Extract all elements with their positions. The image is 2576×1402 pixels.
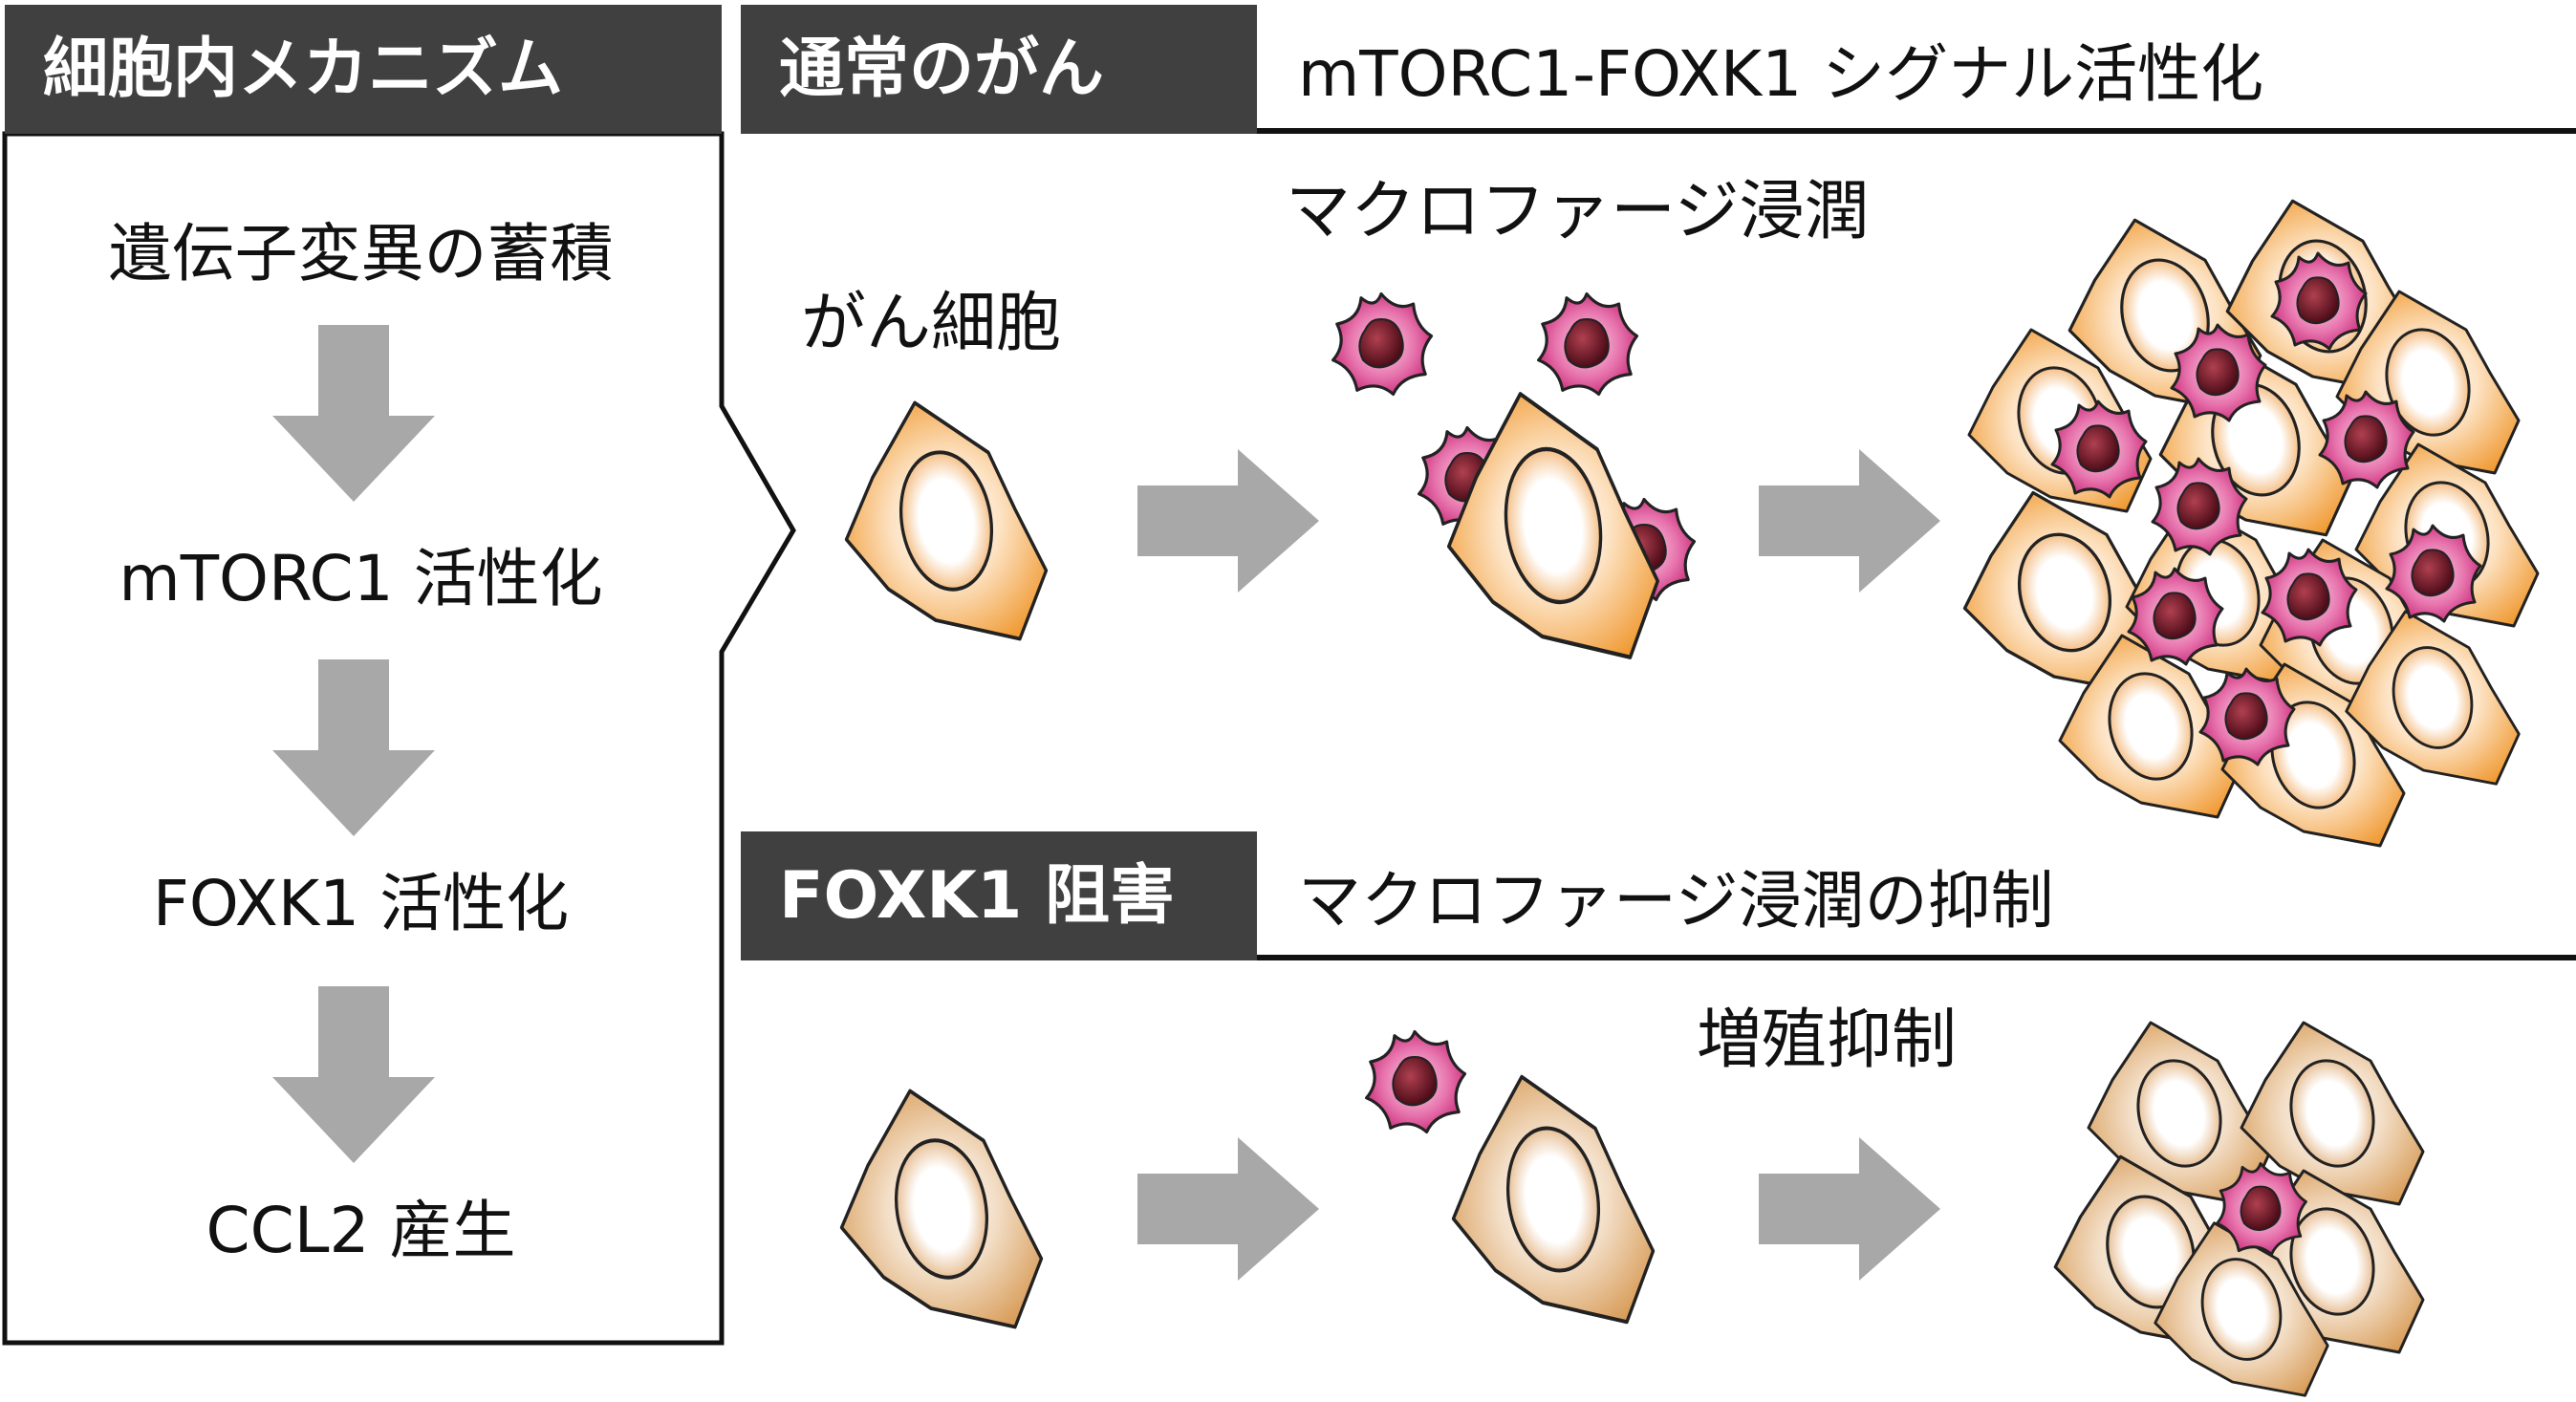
- down-arrow-2: [272, 659, 435, 836]
- label-growth-suppression: 増殖抑制: [1697, 1003, 1958, 1078]
- normal-divider: [1257, 128, 2576, 134]
- cancer-cell-with-macrophages: [1449, 394, 1658, 658]
- cancer-cell-single-inhibited: [839, 1089, 1044, 1329]
- inhibited-header-text: FOXK1 阻害: [779, 857, 1175, 934]
- macrophage-floating-1: [1331, 291, 1434, 397]
- macrophage-floating-inhibited: [1365, 1029, 1467, 1134]
- normal-subtitle: mTORC1-FOXK1 シグナル活性化: [1298, 37, 2264, 111]
- mechanism-step-foxk1: FOXK1 活性化: [152, 867, 570, 940]
- tumor-cluster-small: [2053, 1021, 2425, 1397]
- down-arrow-3: [272, 986, 435, 1163]
- label-cancer-cell: がん細胞: [801, 286, 1062, 361]
- normal-header-text: 通常のがん: [779, 31, 1105, 107]
- label-macrophage-infiltration: マクロファージ浸潤: [1286, 174, 1870, 249]
- arrow-right-1: [1137, 449, 1319, 593]
- mechanism-step-mtorc1: mTORC1 活性化: [119, 542, 603, 615]
- normal-header: 通常のがん: [741, 5, 1257, 134]
- cancer-cell-inhibited: [1454, 1077, 1654, 1323]
- arrow-right-3: [1137, 1137, 1319, 1281]
- down-arrow-1: [272, 325, 435, 502]
- mechanism-step-mutation: 遺伝子変異の蓄積: [108, 217, 614, 291]
- inhibited-subtitle: マクロファージ浸潤の抑制: [1298, 864, 2054, 938]
- mechanism-panel-frame: [2, 131, 796, 1346]
- inhibited-header: FOXK1 阻害: [741, 831, 1257, 960]
- mechanism-header-text: 細胞内メカニズム: [43, 31, 564, 107]
- mechanism-header: 細胞内メカニズム: [5, 5, 722, 134]
- mechanism-step-ccl2: CCL2 産生: [206, 1194, 516, 1267]
- arrow-right-4: [1759, 1137, 1940, 1281]
- macrophage-floating-2: [1537, 291, 1639, 397]
- cancer-cell-single: [844, 400, 1049, 641]
- tumor-cluster-large: [1962, 199, 2540, 848]
- arrow-right-2: [1759, 449, 1940, 593]
- inhibited-divider: [1257, 955, 2576, 960]
